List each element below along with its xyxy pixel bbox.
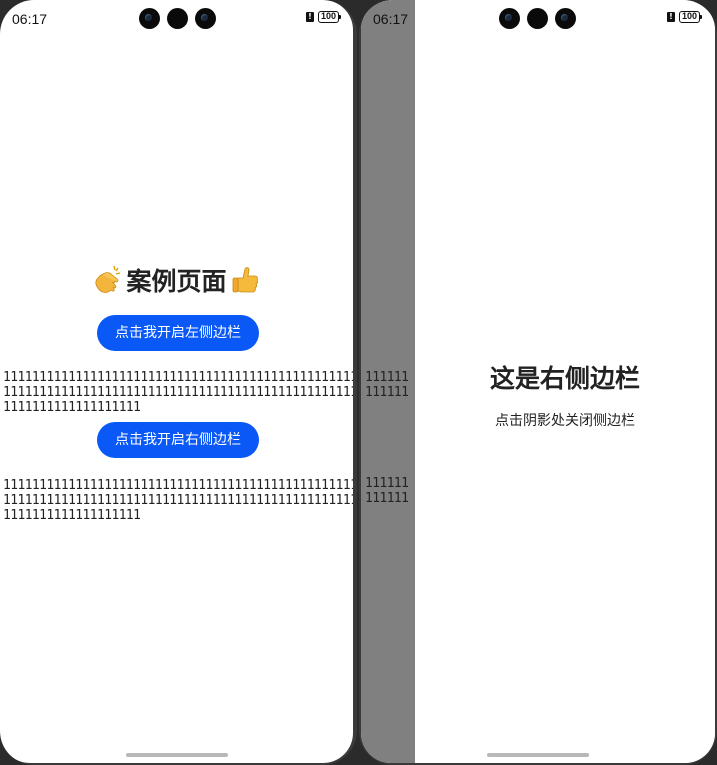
left-phone: 06:17 ! 100 案例页面 点击我开启左侧边栏 1111111111111… [0, 0, 357, 765]
camera-icon [555, 8, 576, 29]
camera-cutouts [139, 8, 216, 29]
filler-text: 1111111111111111111111111111111111111111… [3, 370, 353, 415]
camera-icon [195, 8, 216, 29]
open-left-sidebar-button[interactable]: 点击我开启左侧边栏 [97, 315, 259, 351]
battery-icon: 100 [318, 11, 342, 23]
sensor-icon [167, 8, 188, 29]
alert-icon: ! [306, 12, 314, 22]
filler-text: 1111111111111111111111111111111111111111… [3, 478, 353, 523]
sidebar-title: 这是右侧边栏 [489, 364, 640, 393]
home-indicator[interactable] [126, 753, 228, 757]
filler-text: 111111 111111 [365, 476, 409, 506]
right-phone: 111111 111111 111111 111111 06:17 这是右侧边栏… [359, 0, 717, 765]
status-icons: ! 100 [667, 11, 703, 23]
sensor-icon [527, 8, 548, 29]
page-title-row: 案例页面 [0, 262, 353, 298]
left-screen: 06:17 ! 100 案例页面 点击我开启左侧边栏 1111111111111… [0, 0, 353, 763]
filler-text: 111111 111111 [365, 370, 409, 400]
right-sidebar: 这是右侧边栏 点击阴影处关闭侧边栏 [415, 0, 715, 763]
status-icons: ! 100 [306, 11, 342, 23]
open-right-sidebar-button[interactable]: 点击我开启右侧边栏 [97, 422, 259, 458]
status-time: 06:17 [373, 11, 409, 27]
alert-icon: ! [667, 12, 675, 22]
camera-icon [499, 8, 520, 29]
status-time: 06:17 [12, 11, 48, 27]
page-title: 案例页面 [126, 267, 227, 296]
camera-icon [139, 8, 160, 29]
clapping-hands-icon [95, 265, 121, 293]
thumbs-up-icon [232, 267, 258, 293]
right-screen: 111111 111111 111111 111111 06:17 这是右侧边栏… [361, 0, 715, 763]
home-indicator[interactable] [487, 753, 589, 757]
shadow-mask[interactable]: 111111 111111 111111 111111 [361, 0, 415, 763]
battery-icon: 100 [679, 11, 703, 23]
camera-cutouts [499, 8, 576, 29]
sidebar-hint: 点击阴影处关闭侧边栏 [495, 413, 635, 429]
